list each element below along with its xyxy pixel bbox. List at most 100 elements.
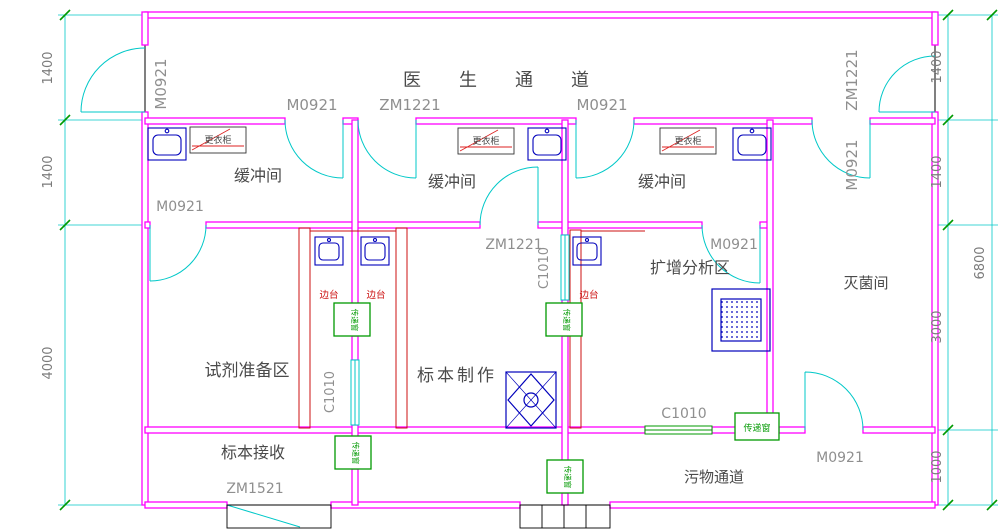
dimension-ticks (59, 9, 998, 511)
wall-v2-d (561, 492, 569, 506)
sink-bench-specimen (360, 236, 390, 266)
label-door-sterilization-bottom: M0921 (816, 450, 864, 466)
pass-window-receiving-reagent: 传递窗 (334, 435, 372, 470)
pass-window-label: 传递窗 (743, 422, 770, 434)
pass-window-box (333, 302, 371, 337)
vestibule-left (226, 504, 332, 529)
label-buffer3: 缓冲间 (638, 172, 686, 191)
pass-window-box (734, 412, 780, 441)
dim-right-2: 1400 (930, 155, 945, 188)
sterilizer-outline (711, 288, 771, 352)
label-door-receiving: ZM1521 (226, 481, 283, 497)
dim-tick (59, 114, 71, 126)
wall-buffer-b (205, 221, 481, 229)
wardrobe-hatch (191, 128, 231, 151)
door-zm1521-swing (226, 504, 301, 528)
wardrobe-hatch (459, 129, 499, 152)
sink-basin (152, 134, 182, 156)
station-cross (505, 371, 557, 429)
sink-buffer1 (147, 127, 187, 161)
label-door-buffer1-top: M0921 (286, 96, 337, 114)
dim-tick (942, 9, 954, 21)
label-window-specimen: C1010 (537, 247, 552, 289)
vestibules (226, 504, 611, 529)
dimension-lines (58, 14, 998, 506)
dim-tick (942, 114, 954, 126)
sink-outline (147, 127, 187, 161)
dim-tick (59, 499, 71, 511)
wardrobe-buffer2: 更衣柜 (457, 127, 515, 155)
door-sterilization-bottom (804, 371, 864, 431)
label-door-sterilization-top: M0921 (843, 139, 861, 190)
room-labels: 医生通道 缓冲间 缓冲间 缓冲间 试剂准备区 标本制作 扩增分析区 灭菌间 标本… (205, 70, 889, 486)
wardrobe-buffer1: 更衣柜 (189, 126, 247, 154)
pass-windows: 传递窗 传递窗 传递窗 传递窗 传递窗 (333, 302, 780, 494)
wardrobe-hatch (661, 129, 701, 152)
dim-left-top: 1400 (41, 51, 56, 84)
dim-tick (942, 424, 954, 436)
sink-bench-reagent (314, 236, 344, 266)
label-bench: 边台 (319, 289, 338, 301)
door-buffer3-top (575, 119, 635, 179)
wardrobe-buffer3: 更衣柜 (659, 127, 717, 155)
sink-faucet (164, 128, 170, 134)
wardrobe-label: 更衣柜 (204, 134, 231, 146)
label-bench: 边台 (579, 289, 598, 301)
wall-v2-c (561, 335, 569, 462)
wall-left-outer-b (141, 111, 149, 506)
sink-outline (732, 127, 772, 161)
dim-tick (59, 219, 71, 231)
bench-labels: 边台 边台 边台 (319, 289, 598, 301)
door-buffer1-top (284, 119, 344, 179)
label-bench: 边台 (366, 289, 385, 301)
label-buffer2: 缓冲间 (428, 172, 476, 191)
dim-left-bottom: 4000 (41, 346, 56, 379)
bench-specimen (395, 227, 408, 429)
label-door-buffer2-bottom: ZM1221 (485, 237, 542, 253)
wardrobe-outline (457, 127, 515, 155)
pass-window-box (546, 459, 584, 494)
door-exterior-right (878, 55, 936, 113)
wall-left-outer-a (141, 11, 149, 46)
sink-outline (360, 236, 390, 266)
wall-v1-d (351, 468, 359, 506)
equipment (505, 288, 771, 429)
station-drain (523, 392, 539, 408)
sink-faucet (326, 237, 332, 243)
pass-window-label: 传递窗 (562, 309, 572, 332)
pass-window-label: 传递窗 (350, 309, 360, 332)
door-buffer2-bottom (479, 166, 539, 226)
label-door-buffer1-bottom: M0921 (156, 199, 204, 215)
sterilizer-chamber (720, 298, 762, 342)
label-window-reagent: C1010 (323, 371, 338, 413)
sink-faucet (372, 237, 378, 243)
wall-top-outer (144, 11, 936, 19)
door-buffer3-bottom (701, 224, 761, 284)
wall-corridor-e (869, 117, 936, 125)
sink-basin (576, 242, 598, 261)
label-amplification: 扩增分析区 (650, 258, 730, 277)
sinks (147, 127, 772, 266)
sink-buffer2 (527, 127, 567, 161)
label-door-buffer3-bottom: M0921 (710, 237, 758, 253)
wall-right-outer-a (931, 11, 939, 46)
sink-basin (532, 134, 562, 156)
wall-bottom-c (609, 501, 936, 509)
pass-window-specimen-amplification: 传递窗 (545, 302, 583, 337)
label-reagent-prep: 试剂准备区 (205, 361, 290, 381)
door-sterilization-top (811, 119, 871, 179)
wall-corridor-d (633, 117, 813, 125)
sink-bench-amplification (572, 236, 602, 266)
walls (141, 11, 939, 509)
pass-window-label: 传递窗 (563, 466, 573, 489)
wall-bottom-b (330, 501, 521, 509)
sink-buffer3 (732, 127, 772, 161)
sink-outline (572, 236, 602, 266)
sink-faucet (749, 128, 755, 134)
wall-corridor-a (144, 117, 286, 125)
station-outline (505, 371, 557, 429)
label-sterilization: 灭菌间 (843, 274, 888, 292)
pass-window-box (334, 435, 372, 470)
